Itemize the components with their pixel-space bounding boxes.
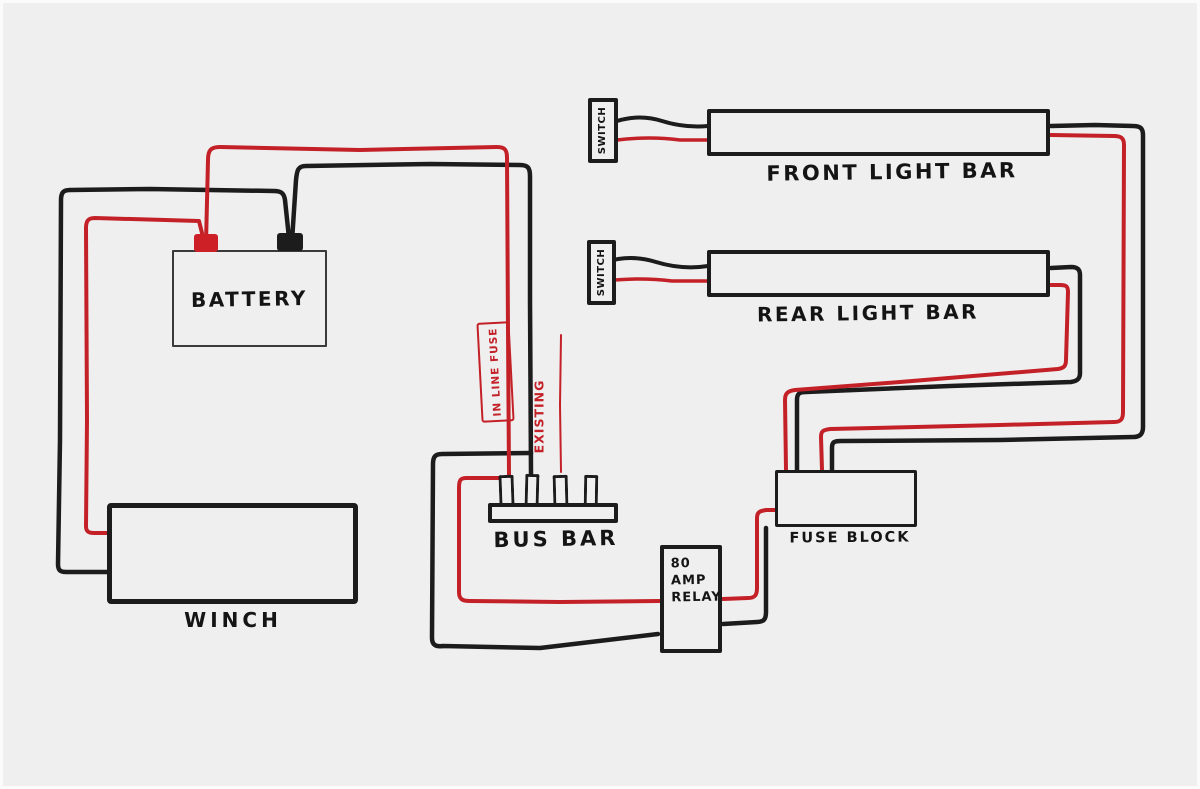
- front-switch-label: SWITCH: [597, 106, 609, 155]
- busbar-box: [488, 503, 618, 523]
- front-switch-box: SWITCH: [588, 98, 618, 163]
- battery-negative-terminal: [277, 233, 303, 251]
- busbar-terminal-4: [583, 474, 599, 506]
- in-line-fuse-callout: IN LINE FUSE: [476, 321, 515, 423]
- wire-switch-rear-red: [603, 277, 710, 283]
- in-line-fuse-label: IN LINE FUSE: [487, 327, 504, 417]
- winch-box: [107, 503, 358, 604]
- wire-switch-front-red: [615, 136, 710, 142]
- fuse-block-label: FUSE BLOCK: [789, 529, 911, 547]
- battery-box: BATTERY: [172, 250, 327, 347]
- wire-fuseblock-to-front-bar-black: [829, 122, 1146, 473]
- rear-light-bar-box: [707, 250, 1050, 297]
- existing-label: EXISTING: [531, 379, 547, 453]
- rear-light-bar-label: REAR LIGHT BAR: [756, 299, 980, 327]
- front-light-bar-label: FRONT LIGHT BAR: [766, 158, 1018, 186]
- wire-battery-negative-to-winch: [55, 186, 292, 575]
- busbar-terminal-1: [498, 474, 515, 506]
- wire-existing: [559, 334, 562, 473]
- winch-label: WINCH: [184, 608, 282, 632]
- wire-fuseblock-to-rear-bar-black: [794, 264, 1083, 473]
- wire-switch-front-black: [615, 115, 710, 129]
- relay-label: 80 AMP RELAY: [670, 556, 722, 606]
- existing-callout: EXISTING: [526, 372, 552, 460]
- wire-relay-to-fuseblock-red: [721, 508, 778, 601]
- wire-fuseblock-to-front-bar-red: [819, 133, 1126, 472]
- wire-relay-to-fuseblock-black: [720, 525, 769, 627]
- fuse-block-box: [775, 470, 917, 527]
- busbar-terminal-2: [524, 473, 540, 506]
- wire-battery-positive-to-winch: [84, 216, 205, 535]
- front-light-bar-box: [707, 109, 1050, 156]
- wire-fuseblock-to-rear-bar-red: [783, 283, 1070, 472]
- wire-switch-rear-black: [604, 256, 710, 270]
- battery-label: BATTERY: [190, 285, 309, 312]
- wire-busbar-loop-to-relay-red: [457, 476, 661, 604]
- busbar-label: BUS BAR: [493, 525, 619, 553]
- wire-busbar-loop-to-relay: [429, 450, 661, 651]
- relay-box: 80 AMP RELAY: [660, 545, 722, 653]
- rear-switch-box: SWITCH: [587, 240, 616, 305]
- battery-positive-terminal: [194, 234, 218, 252]
- wire-battery-negative-to-busbar: [289, 161, 534, 477]
- busbar-terminal-3: [552, 474, 569, 506]
- wire-battery-positive-to-busbar: [204, 145, 511, 477]
- rear-switch-label: SWITCH: [596, 248, 608, 297]
